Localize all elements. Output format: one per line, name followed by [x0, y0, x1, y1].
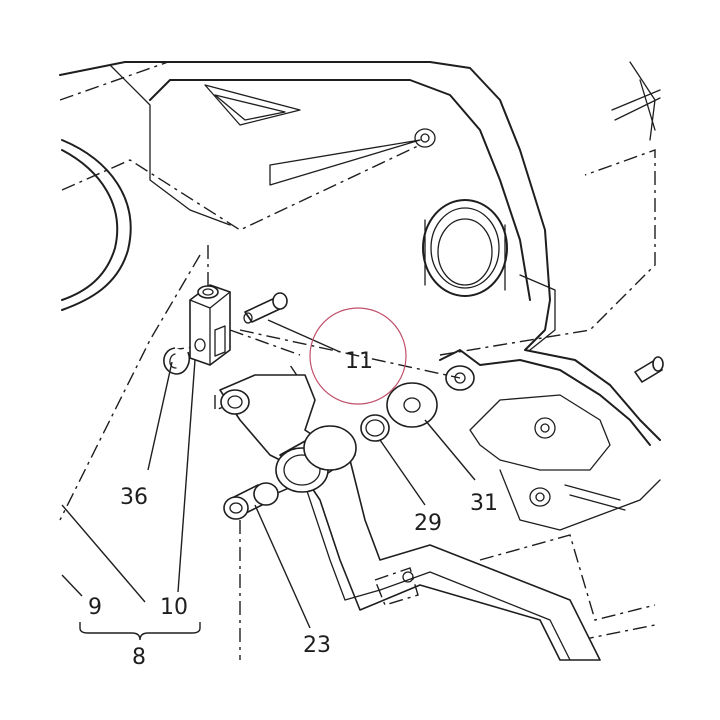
callout-29: 29: [414, 511, 442, 536]
callout-23: 23: [303, 633, 331, 658]
callout-11: 11: [345, 349, 373, 374]
highlight-circle: [309, 307, 407, 405]
pedal-lever: [219, 374, 601, 661]
rubber-ring: [61, 139, 132, 311]
callout-9: 9: [88, 595, 102, 620]
center-lines: [59, 61, 656, 660]
bushing-part: [223, 482, 279, 520]
callout-36: 36: [120, 485, 148, 510]
clevis-part: [189, 284, 231, 366]
pin-part: [243, 292, 288, 324]
washer-part: [386, 382, 438, 428]
callout-8: 8: [132, 645, 146, 670]
callout-31: 31: [470, 491, 498, 516]
callout-10: 10: [160, 595, 188, 620]
circlip-part: [163, 347, 191, 375]
leader-lines: [61, 319, 476, 641]
snap-ring-part: [360, 414, 390, 442]
callout-labels: 11 36 29 31 23 9 10 8: [88, 349, 498, 670]
